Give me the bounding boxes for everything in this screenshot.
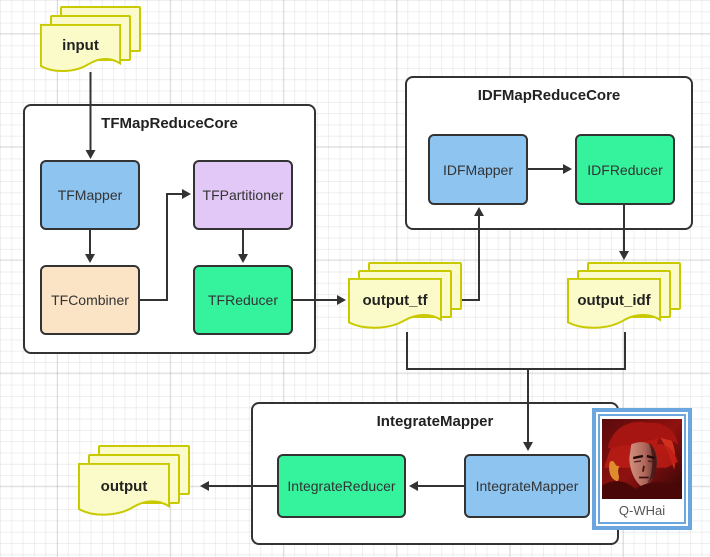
arrowhead-up-idfmapper: [474, 207, 484, 216]
doc-output: output: [78, 445, 190, 521]
avatar-card: Q-WHai: [592, 408, 692, 530]
arrowhead-right-outputtf: [337, 295, 346, 305]
doc-output-tf: output_tf: [348, 262, 462, 334]
arrowhead-down-tfreducer: [238, 254, 248, 263]
arrowhead-left-output: [200, 481, 209, 491]
doc-output-idf-page1: [567, 278, 661, 332]
doc-input: input: [40, 6, 141, 76]
node-idfmapper: IDFMapper: [428, 134, 528, 205]
avatar-label: Q-WHai: [618, 503, 666, 518]
doc-output-tf-page1: [348, 278, 442, 332]
node-tfpartitioner: TFPartitioner: [193, 160, 293, 230]
node-idfreducer-label: IDFReducer: [587, 161, 663, 178]
node-tfcombiner-label: TFCombiner: [51, 292, 129, 308]
doc-output-idf-label: output_idf: [577, 291, 651, 309]
doc-output-tf-label: output_tf: [362, 291, 428, 309]
node-integratemapper: IntegrateMapper: [464, 454, 590, 518]
container-tfmapreducecore-title: TFMapReduceCore: [101, 115, 238, 132]
node-tfreducer: TFReducer: [193, 265, 293, 335]
node-integratemapper-label: IntegrateMapper: [475, 478, 579, 494]
node-idfreducer: IDFReducer: [575, 134, 675, 205]
node-tfmapper-label: TFMapper: [57, 187, 123, 203]
node-tfmapper: TFMapper: [40, 160, 140, 230]
avatar-frame: Q-WHai: [598, 414, 686, 524]
doc-output-page1: [78, 463, 170, 519]
doc-input-page1: [40, 24, 121, 75]
arrowhead-right-tfpartitioner: [182, 189, 191, 199]
avatar-image: [602, 419, 682, 499]
container-integratemapper-title: IntegrateMapper: [376, 413, 494, 430]
arrowhead-right-idfreducer: [563, 164, 572, 174]
doc-input-label: input: [62, 36, 99, 54]
edge-merge-horizontal: [406, 332, 626, 370]
node-tfcombiner: TFCombiner: [40, 265, 140, 335]
doc-output-idf: output_idf: [567, 262, 681, 334]
arrowhead-left-integratereducer: [409, 481, 418, 491]
arrowhead-down-tfmapper: [85, 150, 96, 159]
arrowhead-down-outputidf: [619, 251, 629, 260]
edge-tfcombiner-to-tfpartitioner: [140, 193, 183, 301]
node-idfmapper-label: IDFMapper: [442, 161, 514, 178]
doc-output-label: output: [100, 477, 148, 495]
arrowhead-down-tfcombiner: [85, 254, 95, 263]
node-integratereducer: IntegrateReducer: [277, 454, 406, 518]
container-idfmapreducecore-title: IDFMapReduceCore: [477, 87, 621, 104]
node-tfreducer-label: TFReducer: [207, 292, 279, 308]
arrowhead-down-integratemapper: [523, 442, 533, 451]
node-tfpartitioner-label: TFPartitioner: [202, 187, 284, 203]
node-integratereducer-label: IntegrateReducer: [287, 478, 396, 494]
